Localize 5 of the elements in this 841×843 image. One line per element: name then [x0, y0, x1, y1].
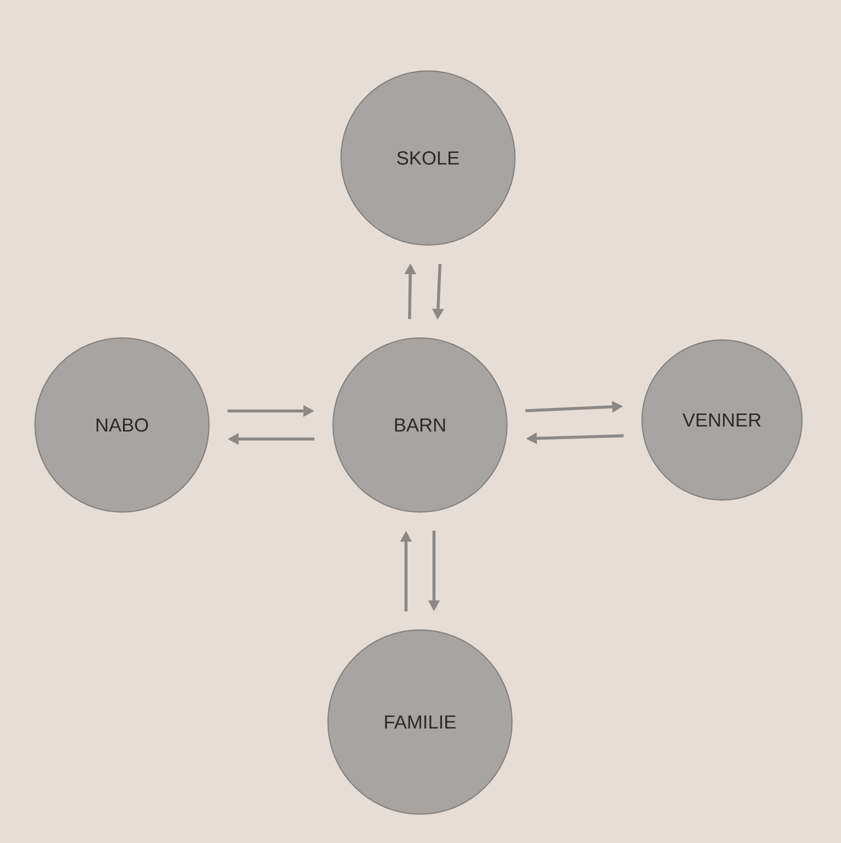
circle-node: VENNER	[641, 339, 803, 501]
circle-node: FAMILIE	[327, 629, 513, 815]
circle-node: SKOLE	[340, 70, 516, 246]
circle-node: BARN	[332, 337, 508, 513]
circle-node: NABO	[34, 337, 210, 513]
